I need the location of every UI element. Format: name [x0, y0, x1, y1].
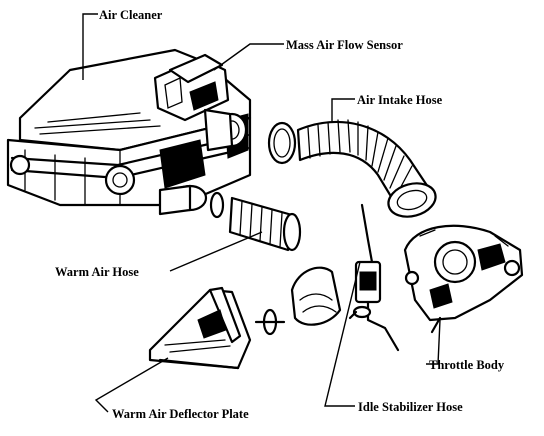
label-mass-air-flow-sensor: Mass Air Flow Sensor [286, 38, 403, 52]
label-throttle-body: Throttle Body [429, 358, 505, 372]
warm-air-hose-drawing [209, 191, 302, 252]
idle-stabilizer-hose-drawing [348, 203, 400, 352]
hose-clamp-upper [267, 121, 297, 165]
label-warm-air-hose: Warm Air Hose [55, 265, 139, 279]
air-intake-hose-drawing [296, 119, 437, 218]
mass-air-flow-sensor-drawing [153, 53, 248, 152]
warm-air-deflector-plate-drawing [148, 286, 252, 370]
label-air-cleaner: Air Cleaner [99, 8, 163, 22]
throttle-body-drawing [403, 224, 524, 334]
lower-duct-drawing [290, 266, 342, 326]
leader-lines [82, 13, 441, 413]
valve-disc-drawing [254, 308, 286, 336]
label-air-intake-hose: Air Intake Hose [357, 93, 443, 107]
label-idle-stabilizer-hose: Idle Stabilizer Hose [358, 400, 463, 414]
label-warm-air-deflector-plate: Warm Air Deflector Plate [112, 407, 249, 421]
